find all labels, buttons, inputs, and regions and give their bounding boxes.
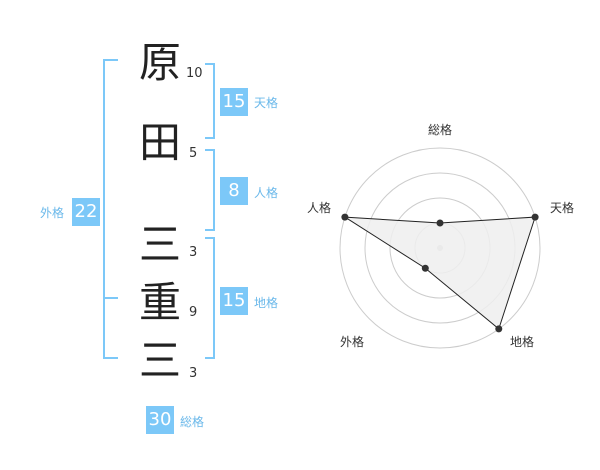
tenkaku-label: 天格 [254, 96, 279, 110]
stroke-count-2: 5 [189, 146, 198, 161]
radar-label-gaikaku: 外格 [340, 335, 365, 349]
char-5: 三 [138, 336, 181, 385]
jinkaku-bracket [205, 149, 215, 231]
jinkaku-label: 人格 [254, 186, 279, 200]
radar-point-2 [495, 325, 503, 333]
stroke-count-5: 3 [189, 366, 198, 381]
radar-label-jinkaku: 人格 [307, 201, 332, 215]
stroke-count-3: 3 [189, 245, 198, 260]
stroke-count-4: 9 [189, 305, 198, 320]
char-3: 三 [138, 220, 181, 269]
gaikaku-bracket [103, 59, 118, 359]
radar-point-0 [436, 219, 444, 227]
radar-grid-ring [339, 147, 541, 349]
tenkaku-value: 15 [220, 88, 248, 116]
gaikaku-label: 外格 [40, 206, 65, 220]
chikaku-label: 地格 [254, 296, 279, 310]
char-4: 重 [138, 278, 181, 327]
radar-label-soukaku: 総格 [428, 123, 453, 137]
radar-series-polygon [344, 216, 536, 330]
chikaku-bracket [205, 237, 215, 359]
jinkaku-value: 8 [220, 177, 248, 205]
radar-label-tenkaku: 天格 [550, 201, 575, 215]
radar-point-1 [531, 213, 539, 221]
soukaku-label: 総格 [180, 415, 205, 429]
radar-point-4 [341, 213, 349, 221]
radar-point-3 [421, 264, 429, 272]
radar-label-chikaku: 地格 [510, 335, 535, 349]
stroke-count-1: 10 [186, 66, 203, 81]
soukaku-value: 30 [146, 406, 174, 434]
tenkaku-bracket [205, 63, 215, 139]
char-1: 原 [138, 38, 181, 87]
char-2: 田 [138, 118, 181, 167]
gaikaku-value: 22 [72, 198, 100, 226]
chikaku-value: 15 [220, 287, 248, 315]
